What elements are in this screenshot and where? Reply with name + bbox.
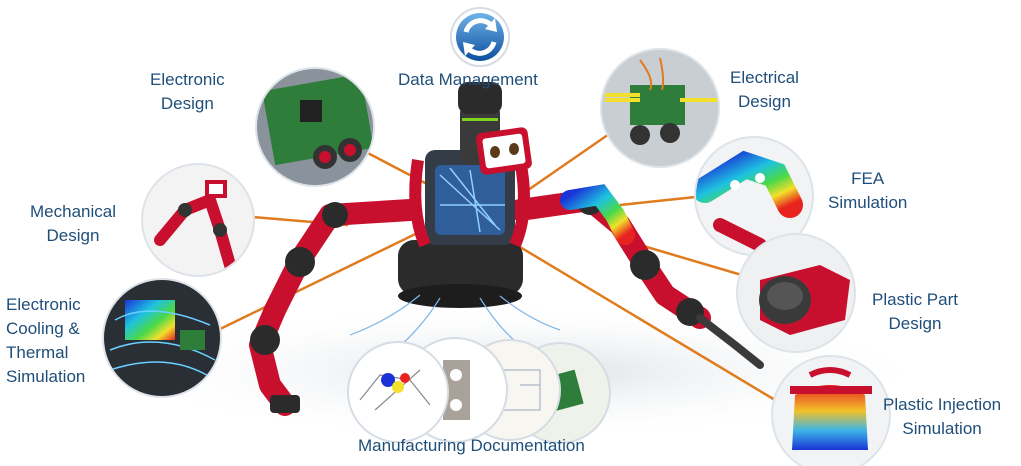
label-line: Design — [160, 94, 214, 113]
electrical-design-image — [600, 48, 720, 168]
electronic-cooling-image — [102, 278, 222, 398]
label-line: Simulation — [902, 419, 982, 438]
label-line: Electronic — [150, 70, 225, 89]
label-line: Plastic Part — [872, 290, 958, 309]
label-line: Cooling & — [6, 319, 80, 338]
label-electrical-design: Electrical Design — [730, 66, 799, 114]
robot-illustration — [249, 82, 764, 416]
manufacturing-documentation-images — [347, 337, 611, 444]
label-line: Electronic — [6, 295, 81, 314]
label-line: Mechanical — [30, 202, 116, 221]
label-electronic-cooling-thermal-simulation: Electronic Cooling & Thermal Simulation — [6, 293, 85, 389]
mechanical-design-image — [141, 163, 255, 277]
label-line: FEA — [851, 169, 885, 188]
label-plastic-part-design: Plastic Part Design — [872, 288, 958, 336]
label-line: Simulation — [6, 367, 86, 386]
plastic-injection-image — [771, 355, 891, 466]
plastic-part-design-image — [736, 233, 856, 353]
label-manufacturing-documentation: Manufacturing Documentation — [358, 436, 585, 455]
label-electronic-design: Electronic Design — [150, 68, 225, 116]
label-line: Design — [888, 314, 942, 333]
label-line: Design — [738, 92, 791, 111]
label-line: Electrical — [730, 68, 799, 87]
sync-arrows-icon — [450, 7, 510, 67]
fea-simulation-image — [694, 136, 814, 256]
electronic-design-image — [255, 67, 375, 187]
label-line: Thermal — [6, 343, 69, 362]
label-line: Simulation — [828, 193, 908, 212]
label-plastic-injection-simulation: Plastic Injection Simulation — [883, 393, 1001, 441]
label-fea-simulation: FEA Simulation — [828, 167, 907, 215]
label-mechanical-design: Mechanical Design — [30, 200, 116, 248]
label-line: Plastic Injection — [883, 395, 1002, 414]
label-data-management: Data Management — [398, 70, 538, 89]
label-line: Design — [46, 226, 100, 245]
